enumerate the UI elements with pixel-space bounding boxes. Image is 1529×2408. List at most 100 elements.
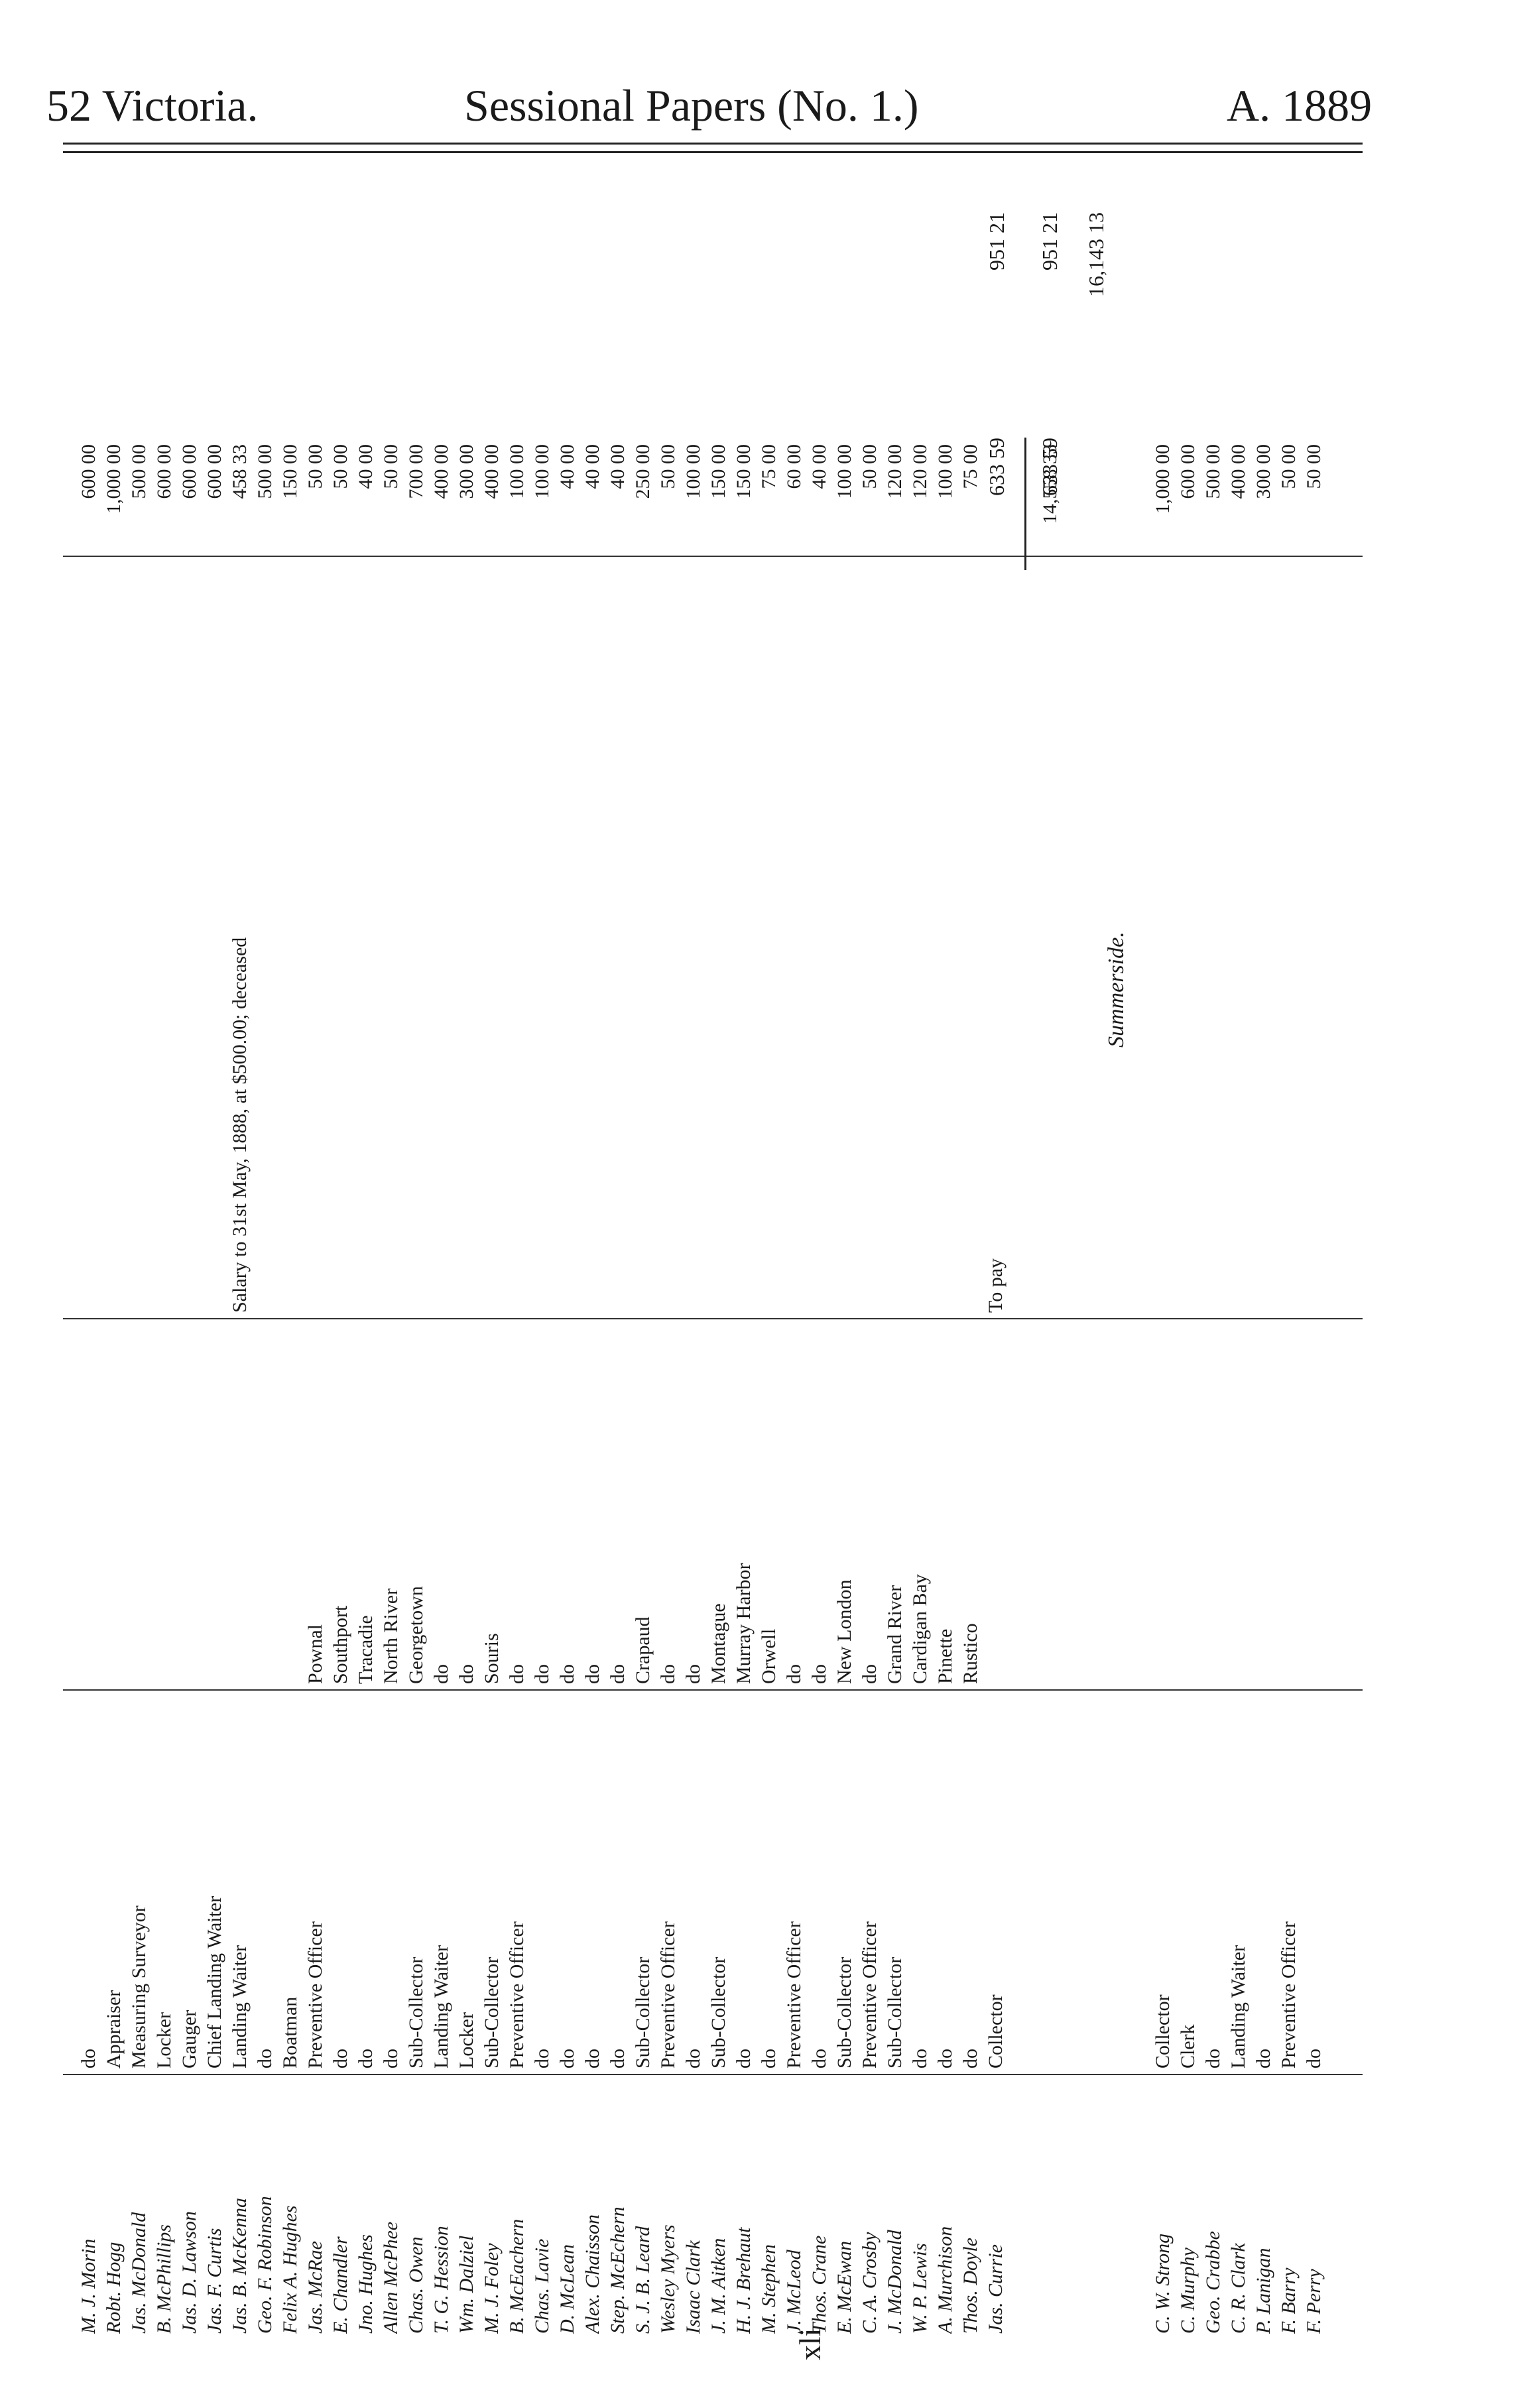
- cell-place: Pownal: [304, 1624, 326, 1684]
- cell-office: do: [330, 2049, 351, 2069]
- cell-salary: 100 00: [934, 444, 956, 499]
- column-a-total: 633 59: [985, 438, 1009, 496]
- cell-office: Sub-Collector: [632, 1957, 654, 2069]
- cell-salary: 50 00: [859, 444, 881, 489]
- cell-place: New London: [833, 1579, 855, 1684]
- cell-name: Jas. Currie: [985, 2244, 1007, 2334]
- cell-office: Preventive Officer: [859, 1921, 881, 2069]
- cell-name: P. Lanigan: [1253, 2248, 1274, 2334]
- cell-place: Grand River: [884, 1585, 906, 1684]
- cell-office: do: [1303, 2049, 1325, 2069]
- cell-salary: 100 00: [682, 444, 704, 499]
- cell-name: Jas. D. Lawson: [178, 2210, 200, 2334]
- cell-office: Preventive Officer: [783, 1921, 805, 2069]
- cell-salary: 300 00: [456, 444, 477, 499]
- cell-office: do: [1202, 2049, 1224, 2069]
- cell-name: Geo. Crabbe: [1202, 2231, 1224, 2334]
- header-left: 52 Victoria.: [46, 80, 259, 131]
- cell-place: Georgetown: [405, 1586, 427, 1684]
- cell-name: Chas. Owen: [405, 2236, 427, 2334]
- header-rule-2: [63, 151, 1363, 153]
- cell-name: F. Perry: [1303, 2269, 1325, 2334]
- cell-salary: 250 00: [632, 444, 654, 499]
- cell-place: Pinette: [934, 1628, 956, 1684]
- cell-name: H. J. Brehaut: [733, 2227, 755, 2334]
- cell-place: Tracadie: [355, 1615, 377, 1684]
- cell-place: Rustico: [959, 1623, 981, 1684]
- cell-name: Jas. McDonald: [128, 2212, 150, 2334]
- cell-name: Wm. Dalziel: [456, 2235, 477, 2334]
- cell-salary: 50 00: [380, 444, 402, 489]
- cell-name: S. J. B. Leard: [632, 2226, 654, 2334]
- grand-total: 16,143 13: [1084, 212, 1108, 297]
- cell-office: Sub-Collector: [405, 1957, 427, 2069]
- cell-salary: 150 00: [707, 444, 729, 499]
- cell-name: Jas. B. McKenna: [229, 2198, 251, 2334]
- cell-name: Allen McPhee: [380, 2221, 402, 2334]
- cell-name: A. Murchison: [934, 2226, 956, 2334]
- cell-place: do: [581, 1664, 603, 1684]
- cell-salary: 458 33: [229, 444, 251, 499]
- cell-office: do: [733, 2049, 755, 2069]
- table-row: F. Perry do 50 00: [1302, 199, 1327, 2360]
- cell-salary: 500 00: [128, 444, 150, 499]
- cell-name: Wesley Myers: [657, 2224, 679, 2334]
- cell-place: do: [808, 1664, 830, 1684]
- cell-place: Orwell: [758, 1628, 780, 1684]
- cell-salary: 100 00: [833, 444, 855, 499]
- cell-office: do: [78, 2049, 99, 2069]
- cell-office: do: [254, 2049, 276, 2069]
- cell-salary: 60 00: [783, 444, 805, 489]
- cell-name: Felix A. Hughes: [279, 2205, 301, 2334]
- cell-remark: Salary to 31st May, 1888, at $500.00; de…: [229, 937, 251, 1313]
- cell-salary: 120 00: [884, 444, 906, 499]
- cell-remark: To pay: [985, 1258, 1007, 1313]
- section-summerside: Summerside.: [1104, 932, 1129, 1048]
- cell-salary: 400 00: [481, 444, 503, 499]
- cell-salary: 50 00: [1278, 444, 1300, 489]
- cell-place: North River: [380, 1588, 402, 1684]
- cell-office: do: [607, 2049, 629, 2069]
- cell-place: do: [607, 1664, 629, 1684]
- cell-office: do: [556, 2049, 578, 2069]
- cell-place: do: [456, 1664, 477, 1684]
- cell-office: Chief Landing Waiter: [204, 1896, 225, 2069]
- cell-office: Sub-Collector: [884, 1957, 906, 2069]
- cell-office: Preventive Officer: [657, 1921, 679, 2069]
- cell-place: do: [556, 1664, 578, 1684]
- cell-office: Sub-Collector: [833, 1957, 855, 2069]
- cell-office: Landing Waiter: [430, 1945, 452, 2069]
- header-center: Sessional Papers (No. 1.): [464, 80, 919, 131]
- cell-office: do: [682, 2049, 704, 2069]
- cell-salary: 600 00: [153, 444, 175, 499]
- cell-name: M. J. Morin: [78, 2238, 99, 2334]
- cell-salary: 500 00: [254, 444, 276, 499]
- cell-name: W. P. Lewis: [909, 2243, 931, 2334]
- cell-salary: 40 00: [556, 444, 578, 489]
- cell-salary: 40 00: [581, 444, 603, 489]
- cell-place: do: [859, 1664, 881, 1684]
- cell-name: J. McLeod: [783, 2250, 805, 2334]
- cell-name: Thos. Crane: [808, 2235, 830, 2334]
- cell-salary: 50 00: [1303, 444, 1325, 489]
